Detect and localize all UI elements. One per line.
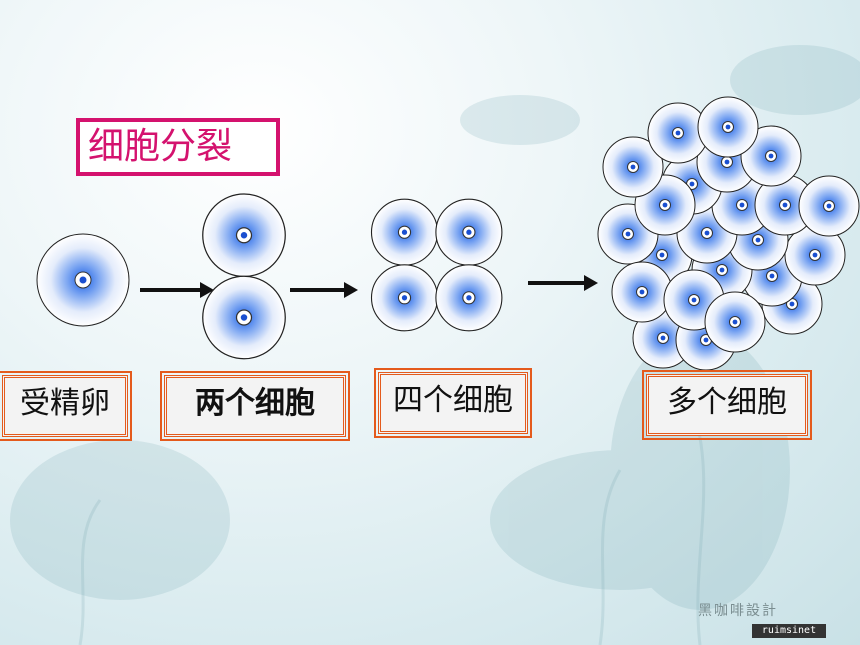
four-cells [370, 198, 503, 332]
label-zygote: 受精卵 [0, 371, 132, 441]
zygote-cell [36, 233, 130, 327]
diagram-title: 细胞分裂 [76, 118, 280, 176]
arrow-1 [140, 282, 214, 298]
two-cells [202, 193, 286, 360]
arrow-2 [290, 282, 358, 298]
many-cells [597, 96, 860, 371]
label-many-cells: 多个细胞 [642, 370, 812, 440]
watermark-badge: ruimsinet [752, 624, 826, 638]
label-two-cells: 两个细胞 [160, 371, 350, 441]
label-four-cells: 四个细胞 [374, 368, 532, 438]
arrow-3 [528, 275, 598, 291]
watermark-text: 黑咖啡設計 [698, 603, 778, 619]
